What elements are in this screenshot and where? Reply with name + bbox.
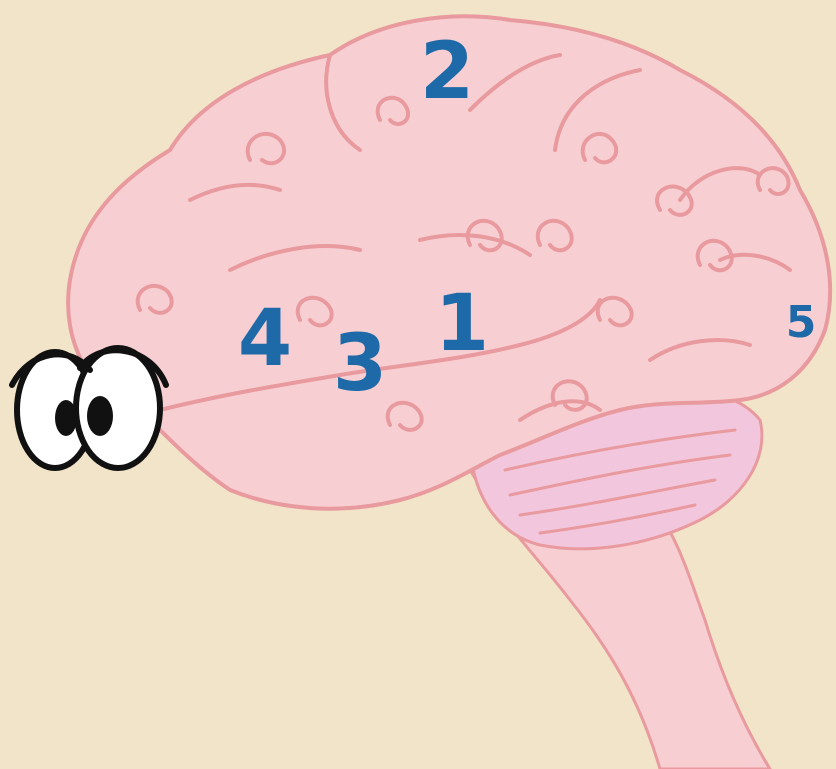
label-5: 5 — [786, 297, 817, 348]
label-4: 4 — [238, 294, 292, 384]
label-2: 2 — [420, 27, 474, 117]
label-1: 1 — [435, 279, 489, 369]
cartoon-eyes-icon — [12, 348, 166, 468]
label-3: 3 — [333, 319, 387, 409]
